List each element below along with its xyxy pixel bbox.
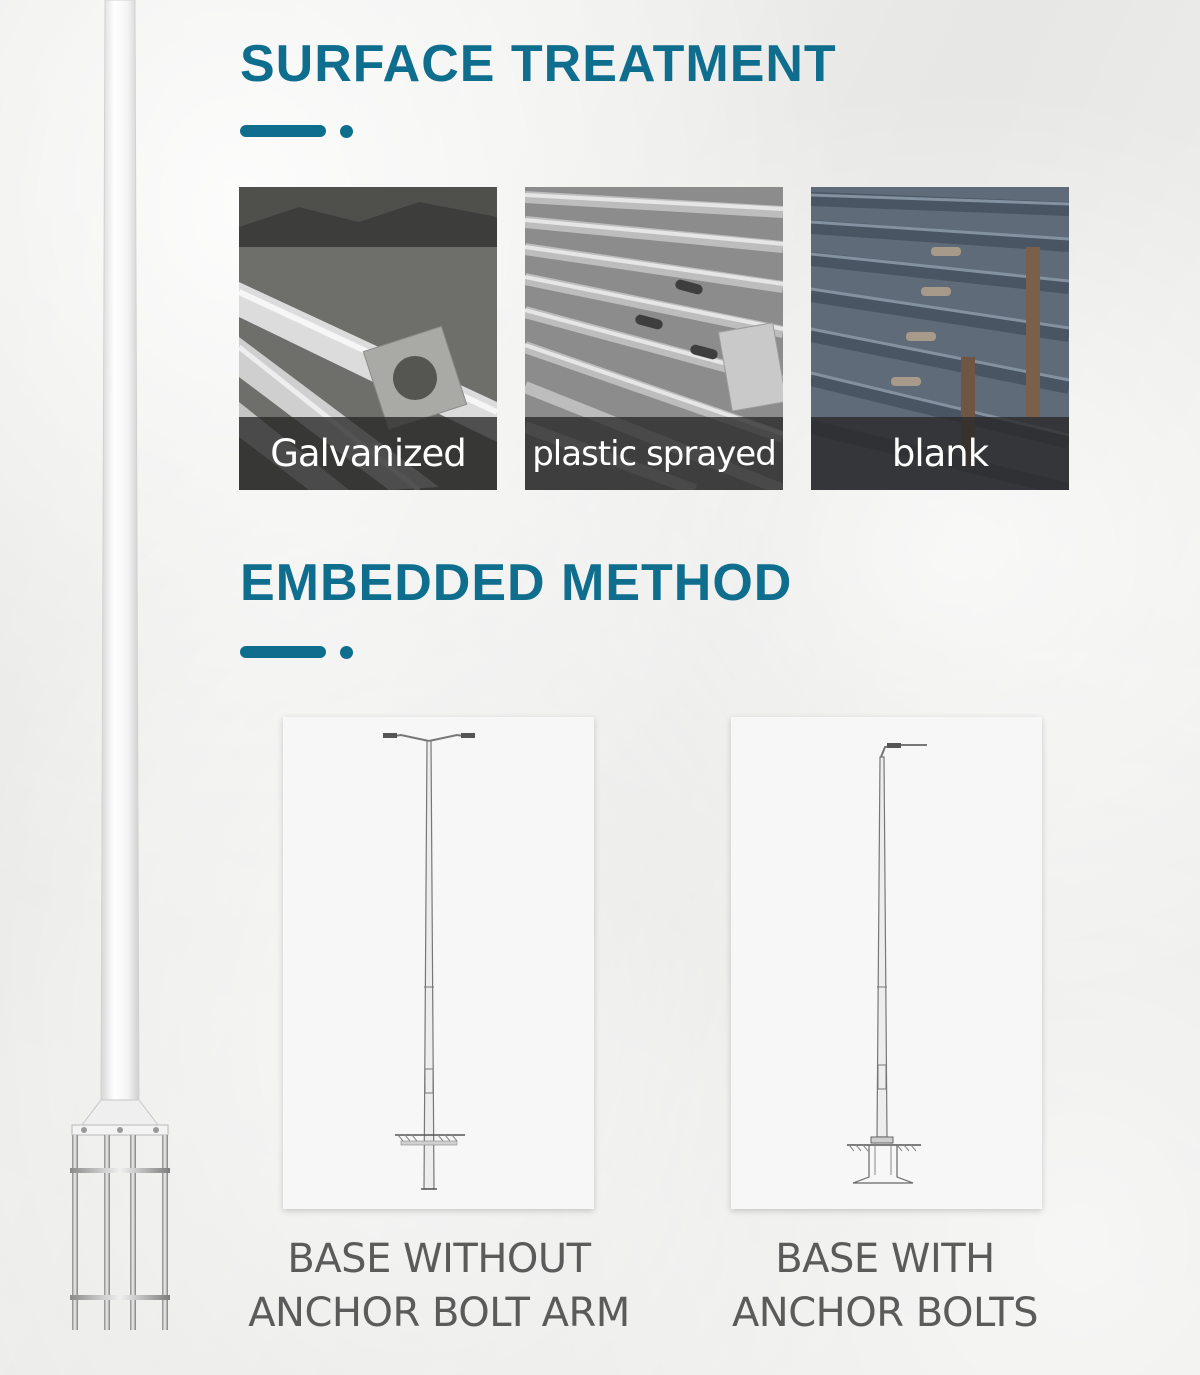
finish-option-blank: blank <box>811 187 1069 490</box>
heading-accent-divider <box>240 646 360 660</box>
caption-band: plastic sprayed <box>525 417 783 490</box>
label-line: ANCHOR BOLT ARM <box>248 1290 630 1336</box>
finish-caption: plastic sprayed <box>532 433 777 474</box>
diagram-card-anchor-bolts <box>731 717 1042 1209</box>
accent-dot <box>340 125 353 138</box>
direct-burial-label: BASE WITHOUT ANCHOR BOLT ARM <box>219 1232 659 1340</box>
accent-bar <box>240 646 326 658</box>
heading-accent-divider <box>240 125 360 139</box>
surface-treatment-heading: SURFACE TREATMENT <box>240 35 837 93</box>
label-line: BASE WITHOUT <box>287 1236 591 1282</box>
anchor-bolt-pole-diagram <box>847 743 927 1184</box>
direct-burial-pole-diagram <box>383 733 475 1190</box>
finish-caption: Galvanized <box>270 432 467 475</box>
finish-option-plastic-sprayed: plastic sprayed <box>525 187 783 490</box>
caption-band: Galvanized <box>239 417 497 490</box>
anchor-bolt-label: BASE WITH ANCHOR BOLTS <box>665 1232 1105 1340</box>
accent-bar <box>240 125 326 137</box>
label-line: BASE WITH <box>775 1236 995 1282</box>
embedded-method-heading: EMBEDDED METHOD <box>240 554 793 612</box>
label-line: ANCHOR BOLTS <box>731 1290 1039 1336</box>
finish-option-galvanized: Galvanized <box>239 187 497 490</box>
caption-band: blank <box>811 417 1069 490</box>
finish-caption: blank <box>891 432 989 475</box>
accent-dot <box>340 646 353 659</box>
diagram-card-direct-burial <box>283 717 594 1209</box>
pole-illustration <box>70 0 170 1330</box>
